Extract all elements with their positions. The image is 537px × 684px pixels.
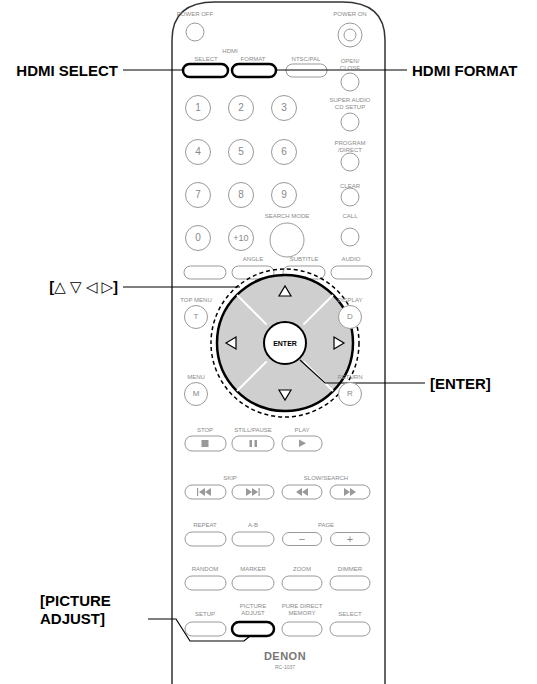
button-text: − bbox=[299, 534, 305, 545]
callout-label: [PICTURE ADJUST] bbox=[40, 592, 135, 628]
button-label: STILL/PAUSE bbox=[234, 427, 272, 434]
callout-label: HDMI SELECT bbox=[16, 62, 118, 80]
button-label: REPEAT bbox=[193, 522, 217, 529]
callout-label: [△ ▽ ◁ ▷] bbox=[49, 278, 118, 296]
number-button: +10 bbox=[228, 225, 254, 251]
button-text: R bbox=[347, 390, 353, 398]
remote-body bbox=[172, 2, 385, 684]
callout-label: [ENTER] bbox=[430, 375, 491, 393]
menu-button: T bbox=[184, 305, 208, 329]
button-text: M bbox=[193, 390, 200, 398]
model-number: RC-1037 bbox=[275, 665, 295, 671]
number-button: 2 bbox=[228, 95, 254, 121]
button-text: T bbox=[194, 313, 199, 321]
page-button: + bbox=[330, 532, 370, 546]
button-label: SEARCH MODE bbox=[265, 213, 310, 220]
button-text: D bbox=[347, 313, 353, 321]
button-label: PLAY bbox=[295, 427, 310, 434]
menu-button: R bbox=[338, 382, 362, 406]
button-label: PROGRAM /DIRECT bbox=[334, 140, 366, 153]
button-label: OPEN/ CLOSE bbox=[337, 58, 363, 71]
button-text: 9 bbox=[281, 190, 287, 200]
button-label: SKIP bbox=[223, 475, 237, 482]
enter-button: ENTER bbox=[263, 321, 307, 365]
button-text: 6 bbox=[281, 147, 287, 157]
button-text: 3 bbox=[281, 103, 287, 113]
button-label: MENU bbox=[187, 374, 205, 381]
button-text: ENTER bbox=[273, 340, 297, 347]
button-text: 0 bbox=[195, 233, 201, 243]
number-button: 3 bbox=[271, 95, 297, 121]
callout-label: HDMI FORMAT bbox=[412, 62, 518, 80]
menu-button: M bbox=[184, 382, 208, 406]
button-text: +10 bbox=[233, 234, 248, 243]
button-label: PICTURE ADJUST bbox=[236, 603, 270, 616]
button-text: + bbox=[347, 534, 353, 545]
button-label: NTSC/PAL bbox=[292, 56, 321, 63]
transport-icons bbox=[197, 440, 356, 497]
button-label: ZOOM bbox=[293, 566, 311, 573]
button-label: AUDIO bbox=[341, 256, 360, 263]
number-button: 8 bbox=[228, 182, 254, 208]
page-button: − bbox=[282, 532, 322, 546]
button-label: SETUP bbox=[195, 611, 215, 618]
button-label: A-B bbox=[248, 522, 258, 529]
button-label: MARKER bbox=[240, 566, 266, 573]
button-label: HDMI bbox=[222, 48, 237, 55]
button-text: 4 bbox=[195, 147, 201, 157]
button-text: 5 bbox=[238, 147, 244, 157]
button-label: TOP MENU bbox=[180, 297, 211, 304]
button-text: 2 bbox=[238, 103, 244, 113]
button-label: PURE DIRECT MEMORY bbox=[280, 603, 324, 616]
button-label: SLOW/SEARCH bbox=[304, 475, 348, 482]
brand-name: DENON bbox=[264, 650, 306, 662]
button-label: ANGLE bbox=[243, 256, 263, 263]
number-button: 0 bbox=[185, 225, 211, 251]
button-label: CLEAR bbox=[340, 183, 360, 190]
button-label: CALL bbox=[342, 213, 357, 220]
button-label: SUPER AUDIO CD SETUP bbox=[328, 97, 372, 110]
button-text: 1 bbox=[195, 103, 201, 113]
button-label: DISPLAY bbox=[338, 297, 363, 304]
button-label: POWER OFF bbox=[177, 11, 213, 18]
button-label: SELECT bbox=[194, 56, 217, 63]
number-button: 7 bbox=[185, 182, 211, 208]
buttons bbox=[184, 23, 372, 636]
number-button: 9 bbox=[271, 182, 297, 208]
button-label: POWER ON bbox=[333, 11, 366, 18]
button-label: STOP bbox=[197, 427, 213, 434]
button-text: 8 bbox=[238, 190, 244, 200]
button-label: RANDOM bbox=[192, 566, 219, 573]
button-label: DIMMER bbox=[338, 566, 362, 573]
leader-lines bbox=[123, 70, 425, 641]
button-label: PAGE bbox=[318, 522, 334, 529]
button-label: SUBTITLE bbox=[290, 256, 319, 263]
number-button: 4 bbox=[185, 139, 211, 165]
button-label: FORMAT bbox=[241, 56, 266, 63]
button-label: SELECT bbox=[338, 611, 361, 618]
button-text: 7 bbox=[195, 190, 201, 200]
button-label: RETURN bbox=[338, 374, 363, 381]
number-button: 5 bbox=[228, 139, 254, 165]
number-button: 1 bbox=[185, 95, 211, 121]
number-button: 6 bbox=[271, 139, 297, 165]
menu-button: D bbox=[338, 305, 362, 329]
cursor-pad bbox=[211, 269, 359, 417]
